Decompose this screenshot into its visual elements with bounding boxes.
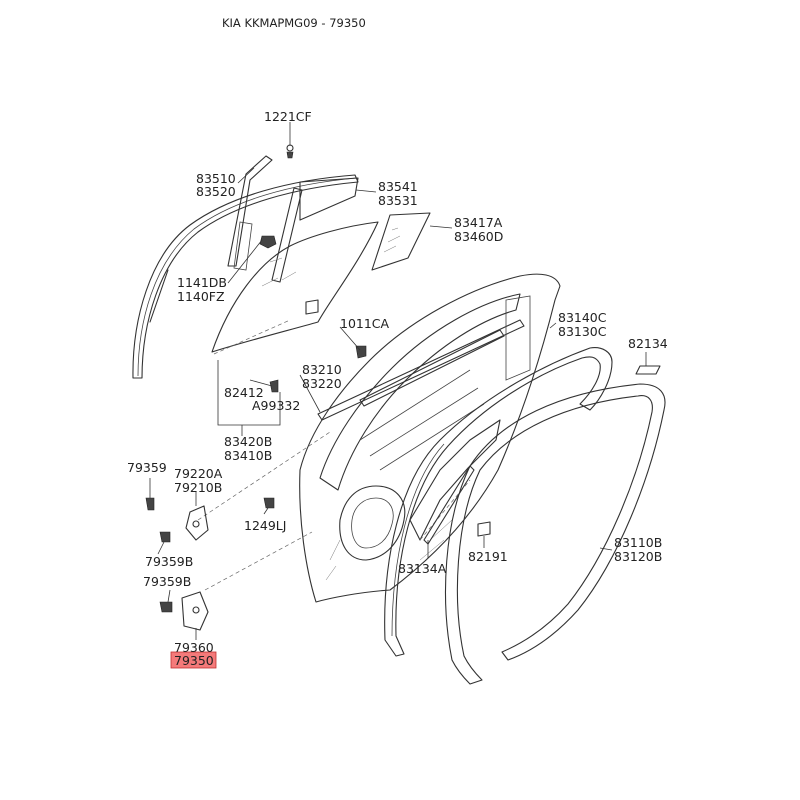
glass-run-channel	[227, 155, 359, 283]
part-label[interactable]: 83120B	[614, 549, 662, 564]
upper-hinge	[185, 505, 209, 541]
fasteners	[145, 144, 661, 613]
diagram-header: KIA KKMAPMG09 - 79350	[222, 16, 366, 30]
part-label[interactable]: 83134A	[398, 561, 447, 576]
door-weatherstrip	[384, 347, 613, 657]
part-label[interactable]: 1141DB	[177, 275, 227, 290]
part-label[interactable]: 83130C	[558, 324, 607, 339]
part-label[interactable]: 1140FZ	[177, 289, 225, 304]
part-label[interactable]: 83541	[378, 179, 418, 194]
part-label[interactable]: 79359	[127, 460, 167, 475]
part-label[interactable]: A99332	[252, 398, 300, 413]
part-label[interactable]: 82412	[224, 385, 264, 400]
part-label[interactable]: 1011CA	[340, 316, 390, 331]
part-label[interactable]: 83140C	[558, 310, 607, 325]
part-label[interactable]: 79220A	[174, 466, 223, 481]
part-label[interactable]: 82134	[628, 336, 668, 351]
door-panel	[299, 273, 561, 603]
part-label[interactable]: 79360	[174, 640, 214, 655]
part-label[interactable]: 79359B	[145, 554, 193, 569]
part-label[interactable]: 83460D	[454, 229, 503, 244]
inner-belt-strip	[423, 465, 475, 545]
part-label[interactable]: 83410B	[224, 448, 272, 463]
leader-lines	[149, 122, 647, 640]
part-label[interactable]: 79210B	[174, 480, 222, 495]
highlight-box	[170, 651, 217, 669]
part-label[interactable]: 79359B	[143, 574, 191, 589]
part-label[interactable]: 83420B	[224, 434, 272, 449]
quarter-glass	[371, 212, 431, 271]
part-label[interactable]: 83110B	[614, 535, 662, 550]
part-label[interactable]: 1249LJ	[244, 518, 286, 533]
part-label[interactable]: 1221CF	[264, 109, 312, 124]
part-label[interactable]: 83220	[302, 376, 342, 391]
part-label[interactable]: 83510	[196, 171, 236, 186]
part-label[interactable]: 83520	[196, 184, 236, 199]
part-label-highlighted[interactable]: 79350	[174, 653, 214, 668]
lower-hinge	[181, 591, 209, 631]
body-weatherstrip	[445, 383, 666, 685]
part-label[interactable]: 83210	[302, 362, 342, 377]
part-label[interactable]: 83531	[378, 193, 418, 208]
window-regulator-rail	[317, 319, 525, 421]
door-glass	[211, 221, 379, 353]
part-label[interactable]: 83417A	[454, 215, 503, 230]
part-label[interactable]: 82191	[468, 549, 508, 564]
